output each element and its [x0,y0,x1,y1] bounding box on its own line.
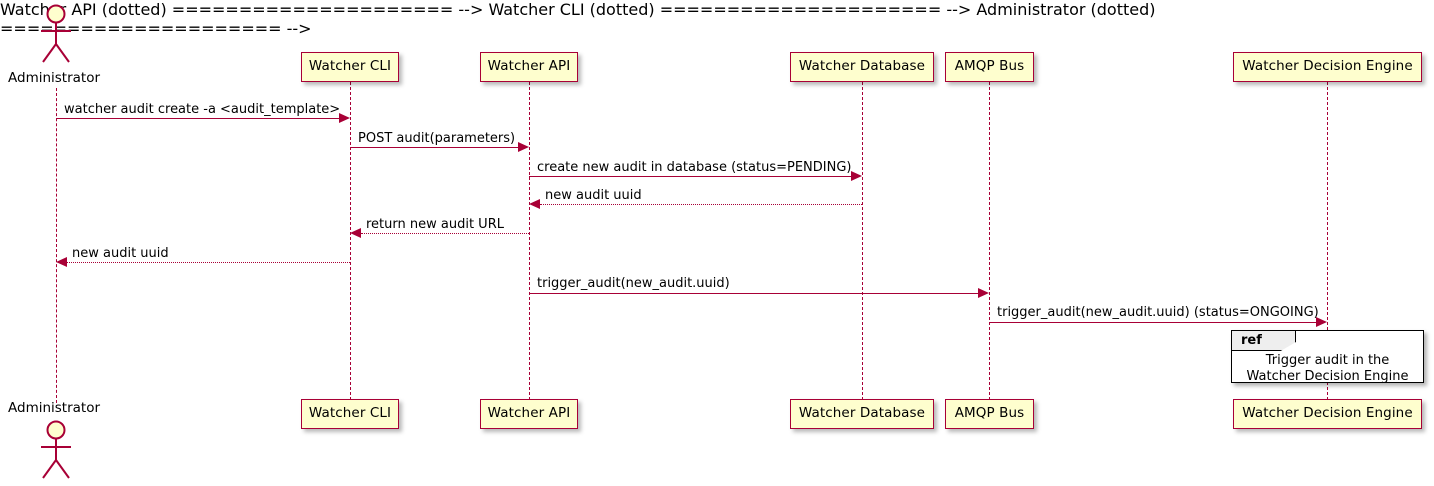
lifeline-amqp-bus [989,82,990,400]
actor-figure-bottom [34,420,78,479]
message-arrowhead-1 [339,113,350,123]
lifeline-watcher-database [862,82,863,400]
participant-label: Watcher CLI [308,58,392,75]
message-line-8 [989,322,1316,323]
actor-label-top: Administrator [8,70,101,86]
ref-fragment-tab: ref [1232,331,1296,351]
participant-label: AMQP Bus [954,405,1025,422]
participant-watcher-cli-top[interactable]: Watcher CLI [301,52,399,82]
participant-label: Watcher Database [798,405,926,422]
message-label-2: POST audit(parameters) [358,131,516,146]
actor-figure-top [34,4,78,63]
ref-fragment-line-2: Watcher Decision Engine [1246,369,1409,384]
ref-fragment-tab-label: ref [1241,333,1262,348]
message-label-1: watcher audit create -a <audit_template> [64,102,341,117]
lifeline-watcher-decision-engine [1327,82,1328,400]
participant-label: Watcher Decision Engine [1242,405,1413,422]
message-line-5 [361,233,529,234]
message-arrowhead-5 [350,228,361,238]
participant-amqp-bus-bottom[interactable]: AMQP Bus [945,399,1034,429]
participant-watcher-cli-bottom[interactable]: Watcher CLI [301,399,399,429]
message-arrowhead-2 [518,142,529,152]
ref-fragment-body: Trigger audit in the Watcher Decision En… [1232,353,1423,385]
participant-watcher-database-top[interactable]: Watcher Database [790,52,934,82]
lifeline-watcher-cli [350,82,351,400]
message-label-7: trigger_audit(new_audit.uuid) [537,276,730,291]
message-arrowhead-3 [851,171,862,181]
participant-label: Watcher Decision Engine [1242,58,1413,75]
message-line-7 [529,293,978,294]
message-line-4 [540,204,862,205]
participant-watcher-decision-engine-bottom[interactable]: Watcher Decision Engine [1233,399,1422,429]
participant-label: AMQP Bus [954,58,1025,75]
participant-label: Watcher Database [798,58,926,75]
ref-fragment-line-1: Trigger audit in the [1265,353,1390,368]
message-line-1 [56,118,339,119]
participant-watcher-database-bottom[interactable]: Watcher Database [790,399,934,429]
participant-label: Watcher CLI [308,405,392,422]
message-arrowhead-6 [56,257,67,267]
ref-fragment: ref Trigger audit in the Watcher Decisio… [1231,330,1424,385]
participant-label: Watcher API [487,58,571,75]
message-label-3: create new audit in database (status=PEN… [537,160,852,175]
participant-label: Watcher API [487,405,571,422]
message-arrowhead-7 [978,288,989,298]
lifeline-watcher-api [529,82,530,400]
lifeline-administrator [56,88,57,403]
participant-watcher-api-bottom[interactable]: Watcher API [480,399,578,429]
message-line-2 [350,147,518,148]
participant-watcher-decision-engine-top[interactable]: Watcher Decision Engine [1233,52,1422,82]
participant-watcher-api-top[interactable]: Watcher API [480,52,578,82]
message-arrowhead-4 [529,199,540,209]
message-line-6 [67,262,350,263]
message-label-4: new audit uuid [545,188,642,203]
message-arrowhead-8 [1316,317,1327,327]
message-line-3 [529,176,851,177]
message-label-6: new audit uuid [72,246,169,261]
participant-amqp-bus-top[interactable]: AMQP Bus [945,52,1034,82]
actor-label-bottom: Administrator [8,400,101,416]
message-label-5: return new audit URL [366,217,504,232]
message-label-8: trigger_audit(new_audit.uuid) (status=ON… [997,305,1319,320]
